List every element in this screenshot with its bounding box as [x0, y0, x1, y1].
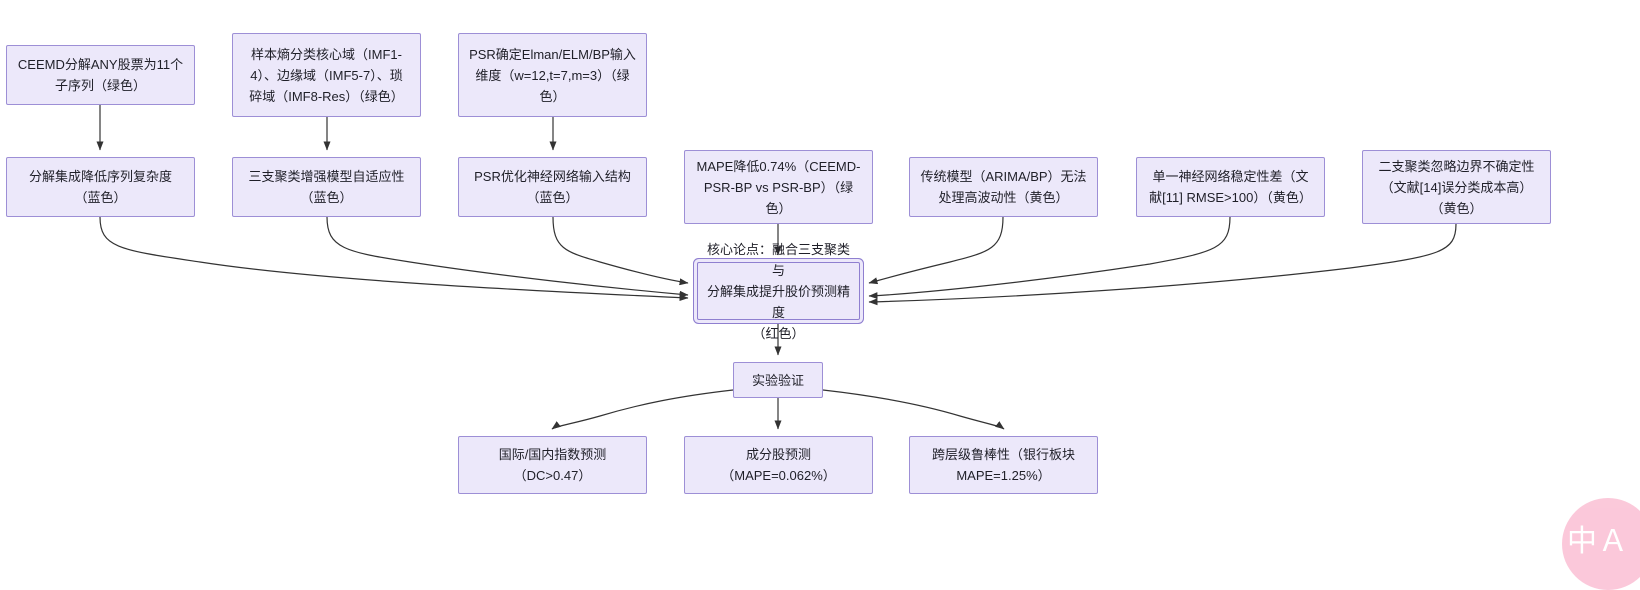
three-way-clustering-node-label: 三支聚类增强模型自适应性 （蓝色） [248, 169, 405, 205]
psr-input-dimension-node[interactable]: PSR确定Elman/ELM/BP输入 维度（w=12,t=7,m=3）（绿 色… [458, 33, 647, 117]
decomposition-complexity-node[interactable]: 分解集成降低序列复杂度 （蓝色） [6, 157, 195, 217]
two-way-clustering-boundary-node-label: 二支聚类忽略边界不确定性 （文献[14]误分类成本高） （黄色） [1378, 158, 1535, 216]
edge-n12-n15 [822, 389, 1005, 430]
cross-level-robustness-node[interactable]: 跨层级鲁棒性（银行板块 MAPE=1.25%） [909, 436, 1098, 494]
mape-reduction-node[interactable]: MAPE降低0.74%（CEEMD- PSR-BP vs PSR-BP）（绿 色… [684, 150, 873, 224]
edge-n9-n11 [868, 216, 1231, 300]
mape-reduction-node-label: MAPE降低0.74%（CEEMD- PSR-BP vs PSR-BP）（绿 色… [696, 158, 861, 216]
diagram-canvas: CEEMD分解ANY股票为11个 子序列（绿色） 样本熵分类核心域（IMF1- 4… [6, 33, 1640, 590]
core-thesis-node[interactable]: 核心论点：融合三支聚类与 分解集成提升股价预测精度 （红色） [697, 242, 860, 341]
sample-entropy-node-label: 样本熵分类核心域（IMF1- 4）、边缘域（IMF5-7）、琐 碎域（IMF8-… [249, 46, 404, 104]
experiment-validation-node-label: 实验验证 [751, 372, 804, 388]
edge-n6-n11 [552, 216, 689, 286]
decomposition-complexity-node-label: 分解集成降低序列复杂度 （蓝色） [28, 169, 172, 205]
single-network-stability-node-label: 单一神经网络稳定性差（文 献[11] RMSE>100）（黄色） [1149, 169, 1312, 205]
experiment-validation-node[interactable]: 实验验证 [733, 362, 823, 398]
constituent-stock-forecast-node[interactable]: 成分股预测 （MAPE=0.062%） [684, 436, 873, 494]
edge-n4-n11 [99, 216, 689, 302]
watermark-text: 中Ａ [1567, 525, 1629, 558]
ceemd-decomposition-node[interactable]: CEEMD分解ANY股票为11个 子序列（绿色） [6, 45, 195, 105]
traditional-model-limitation-node[interactable]: 传统模型（ARIMA/BP）无法 处理高波动性（黄色） [909, 157, 1098, 217]
psr-input-dimension-node-label: PSR确定Elman/ELM/BP输入 维度（w=12,t=7,m=3）（绿 色… [469, 46, 636, 104]
edge-n8-n11 [868, 216, 1004, 285]
edge-n12-n13 [551, 389, 734, 430]
psr-optimize-structure-node-label: PSR优化神经网络输入结构 （蓝色） [474, 169, 631, 205]
cross-level-robustness-node-label: 跨层级鲁棒性（银行板块 MAPE=1.25%） [931, 447, 1075, 483]
psr-optimize-structure-node[interactable]: PSR优化神经网络输入结构 （蓝色） [458, 157, 647, 217]
edge-n10-n11 [868, 223, 1457, 306]
constituent-stock-forecast-node-label: 成分股预测 （MAPE=0.062%） [721, 447, 836, 483]
single-network-stability-node[interactable]: 单一神经网络稳定性差（文 献[11] RMSE>100）（黄色） [1136, 157, 1325, 217]
traditional-model-limitation-node-label: 传统模型（ARIMA/BP）无法 处理高波动性（黄色） [920, 169, 1087, 205]
index-forecast-node-label: 国际/国内指数预测 （DC>0.47） [498, 447, 607, 483]
watermark: 中Ａ [1562, 498, 1640, 590]
index-forecast-node[interactable]: 国际/国内指数预测 （DC>0.47） [458, 436, 647, 494]
sample-entropy-node[interactable]: 样本熵分类核心域（IMF1- 4）、边缘域（IMF5-7）、琐 碎域（IMF8-… [232, 33, 421, 117]
edge-n5-n11 [326, 216, 689, 298]
ceemd-decomposition-node-label: CEEMD分解ANY股票为11个 子序列（绿色） [17, 57, 184, 93]
two-way-clustering-boundary-node[interactable]: 二支聚类忽略边界不确定性 （文献[14]误分类成本高） （黄色） [1362, 150, 1551, 224]
three-way-clustering-node[interactable]: 三支聚类增强模型自适应性 （蓝色） [232, 157, 421, 217]
core-thesis-node-label: 核心论点：融合三支聚类与 分解集成提升股价预测精度 （红色） [707, 241, 851, 341]
